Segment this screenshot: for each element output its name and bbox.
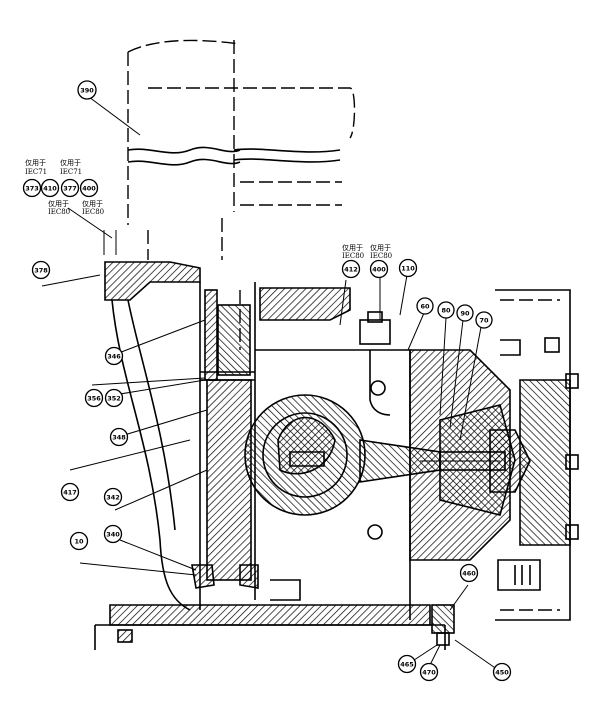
svg-text:352: 352 bbox=[107, 395, 121, 403]
callout-340: 340 bbox=[103, 524, 123, 544]
svg-text:IEC80: IEC80 bbox=[342, 252, 364, 260]
note-iec71-left: 仅用于 IEC71 bbox=[25, 158, 47, 176]
callout-348: 348 bbox=[109, 427, 129, 447]
svg-text:400: 400 bbox=[372, 266, 386, 274]
svg-text:IEC80: IEC80 bbox=[82, 208, 104, 216]
callout-378: 378 bbox=[31, 260, 51, 280]
note-iec71-right: 仅用于 IEC71 bbox=[60, 158, 82, 176]
svg-text:465: 465 bbox=[400, 661, 414, 669]
callout-377: 377 bbox=[60, 178, 80, 198]
svg-text:417: 417 bbox=[63, 489, 77, 497]
callout-417: 417 bbox=[60, 482, 80, 502]
liquid-end bbox=[409, 289, 579, 621]
base-plate bbox=[94, 311, 455, 650]
callout-356: 356 bbox=[84, 388, 104, 408]
svg-text:373: 373 bbox=[25, 185, 39, 193]
svg-text:80: 80 bbox=[441, 307, 451, 315]
svg-text:仅用于: 仅用于 bbox=[82, 199, 103, 208]
callout-90: 90 bbox=[456, 304, 474, 322]
svg-text:348: 348 bbox=[112, 434, 126, 442]
callout-10: 10 bbox=[69, 531, 89, 551]
note-iec80-left: 仅用于 IEC80 bbox=[48, 199, 70, 216]
callout-400-top: 400 bbox=[79, 178, 99, 198]
svg-text:346: 346 bbox=[107, 353, 121, 361]
svg-text:IEC80: IEC80 bbox=[48, 208, 70, 216]
svg-text:IEC80: IEC80 bbox=[370, 252, 392, 260]
callout-352: 352 bbox=[104, 388, 124, 408]
svg-text:IEC71: IEC71 bbox=[60, 168, 82, 176]
svg-text:470: 470 bbox=[422, 669, 436, 677]
callout-80: 80 bbox=[437, 301, 455, 319]
motor-outline bbox=[103, 39, 356, 260]
svg-text:377: 377 bbox=[63, 185, 77, 193]
callout-460: 460 bbox=[459, 563, 479, 583]
callout-465: 465 bbox=[397, 654, 417, 674]
piston-column bbox=[191, 289, 259, 589]
callout-60: 60 bbox=[416, 297, 434, 315]
callout-390: 390 bbox=[77, 80, 97, 100]
svg-text:400: 400 bbox=[82, 185, 96, 193]
svg-text:70: 70 bbox=[479, 317, 489, 325]
callout-373: 373 bbox=[22, 178, 42, 198]
callout-346: 346 bbox=[104, 346, 124, 366]
callout-450: 450 bbox=[492, 662, 512, 682]
svg-text:仅用于: 仅用于 bbox=[60, 158, 81, 167]
svg-text:10: 10 bbox=[74, 538, 84, 546]
svg-text:410: 410 bbox=[43, 185, 57, 193]
svg-text:IEC71: IEC71 bbox=[25, 168, 47, 176]
callout-400-right: 400 bbox=[369, 259, 389, 279]
svg-text:378: 378 bbox=[34, 267, 48, 275]
callout-70: 70 bbox=[475, 311, 493, 329]
callout-412: 412 bbox=[341, 259, 361, 279]
svg-text:390: 390 bbox=[80, 87, 94, 95]
svg-text:仅用于: 仅用于 bbox=[48, 199, 69, 208]
callout-342: 342 bbox=[103, 487, 123, 507]
svg-text:356: 356 bbox=[87, 395, 101, 403]
note-iec80-412: 仅用于 IEC80 bbox=[342, 243, 364, 260]
note-iec80-400: 仅用于 IEC80 bbox=[370, 243, 392, 260]
svg-text:90: 90 bbox=[460, 310, 470, 318]
svg-text:450: 450 bbox=[495, 669, 509, 677]
note-iec80-right: 仅用于 IEC80 bbox=[82, 199, 104, 216]
callout-410: 410 bbox=[40, 178, 60, 198]
svg-text:342: 342 bbox=[106, 494, 120, 502]
svg-text:仅用于: 仅用于 bbox=[370, 243, 391, 252]
svg-text:110: 110 bbox=[401, 265, 415, 273]
svg-text:仅用于: 仅用于 bbox=[25, 158, 46, 167]
svg-text:460: 460 bbox=[462, 570, 476, 578]
svg-text:340: 340 bbox=[106, 531, 120, 539]
callout-110: 110 bbox=[398, 258, 418, 278]
svg-text:412: 412 bbox=[344, 266, 358, 274]
svg-text:60: 60 bbox=[420, 303, 430, 311]
callout-470: 470 bbox=[419, 662, 439, 682]
svg-text:仅用于: 仅用于 bbox=[342, 243, 363, 252]
